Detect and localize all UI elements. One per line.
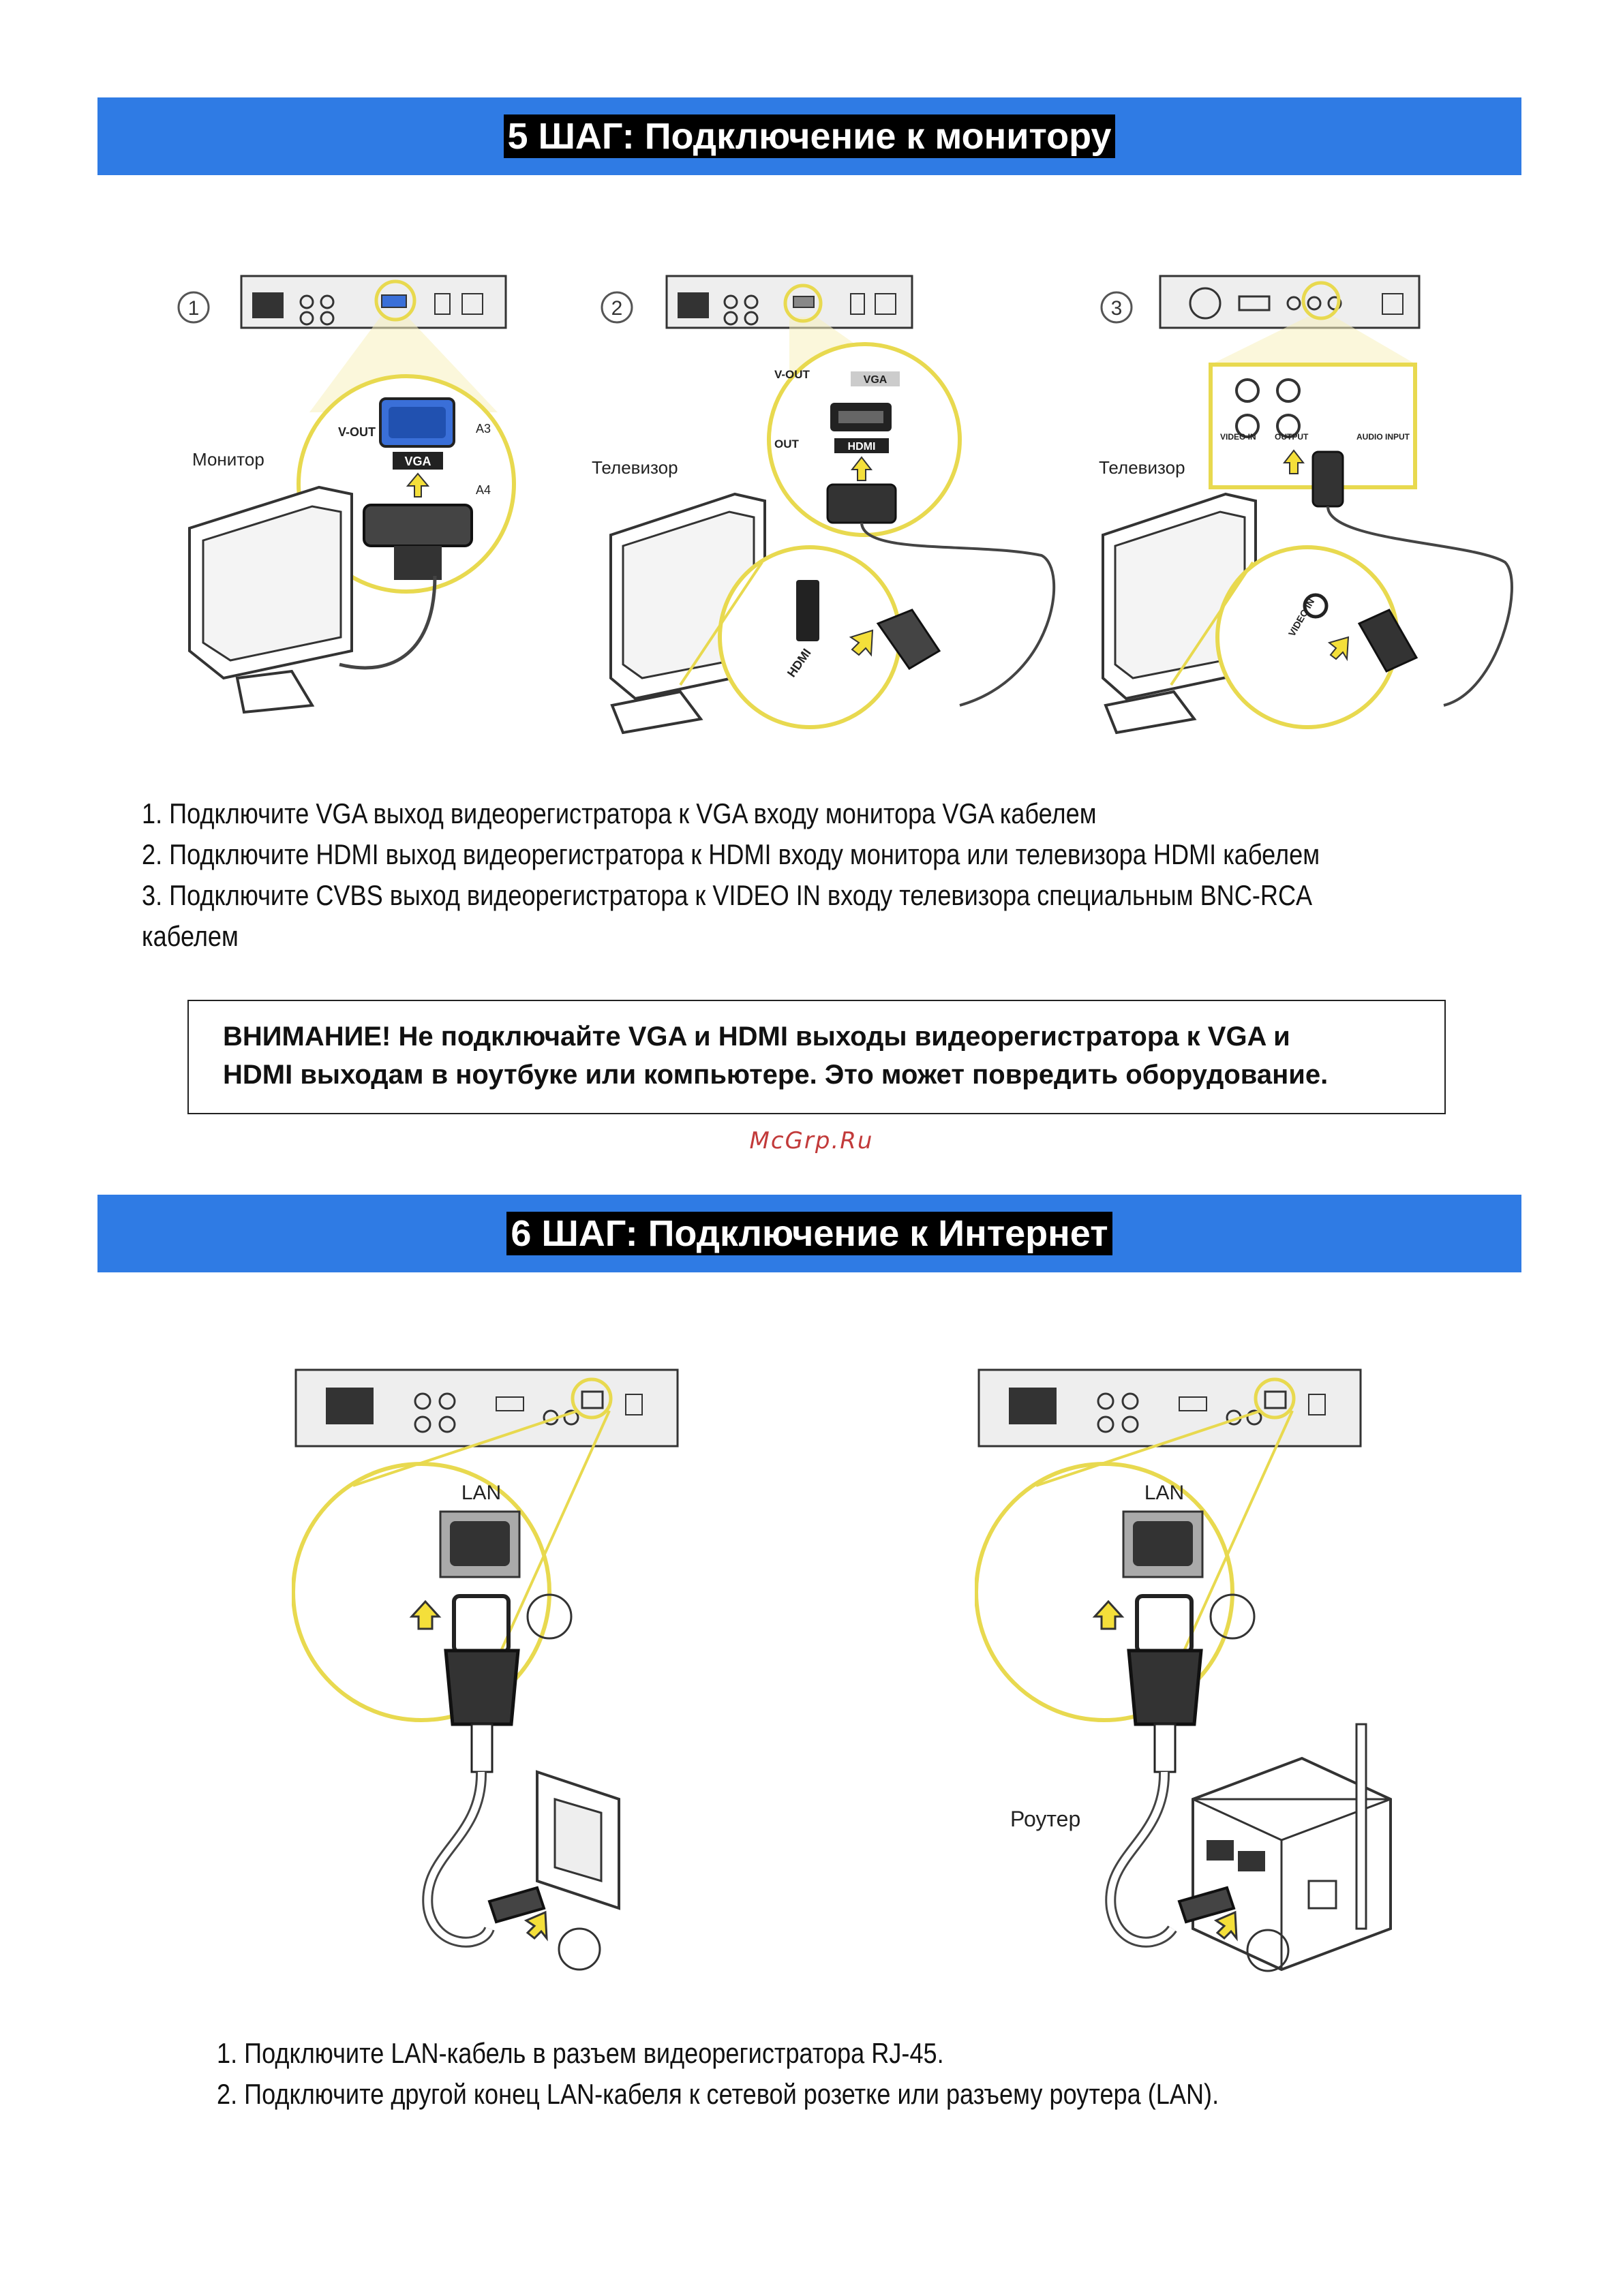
arrow-up-icon [1092, 1599, 1125, 1630]
monitor-icon [188, 485, 437, 714]
router-icon [1192, 1723, 1392, 1972]
arrow-left-icon [1213, 1910, 1238, 1942]
svg-text:A4: A4 [476, 483, 491, 497]
panel-vga-illustration: 1 V-OUT VGA A3 A4 Монитор [176, 269, 530, 733]
arrow-left-icon [1327, 636, 1350, 662]
instruction-line: 1. Подключите LAN-кабель в разъем видеор… [217, 2037, 944, 2069]
step-number-circle-3 [1100, 291, 1133, 324]
watermark: McGrp.Ru [749, 1127, 874, 1154]
router-label: Роутер [1010, 1807, 1080, 1831]
svg-text:OUTPUT: OUTPUT [1275, 432, 1309, 442]
section-5-instructions: 1. Подключите VGA выход видеорегистратор… [142, 793, 1320, 957]
section-5-title: 5 ШАГ: Подключение к монитору [503, 114, 1116, 158]
svg-text:2: 2 [611, 297, 623, 320]
svg-text:3: 3 [1111, 297, 1123, 320]
svg-text:OUT: OUT [774, 438, 800, 450]
arrow-up-icon [409, 1599, 442, 1630]
vga-cable-icon [363, 504, 473, 547]
svg-text:VIDEO IN: VIDEO IN [1220, 432, 1256, 442]
panel-cvbs-illustration: 3 VIDEO IN OUTPUT AUDIO INPUT Телевизор [1089, 269, 1532, 739]
hdmi-cable-icon [826, 483, 897, 524]
svg-text:HDMI: HDMI [848, 441, 876, 453]
section-6-title: 6 ШАГ: Подключение к Интернет [506, 1212, 1112, 1255]
arrow-up-icon [406, 472, 430, 498]
instruction-line: кабелем [142, 920, 239, 952]
panel-lan-router-illustration: LAN Роутер [975, 1363, 1397, 1976]
svg-text:A3: A3 [476, 422, 491, 435]
svg-text:V-OUT: V-OUT [338, 425, 376, 439]
warning-box: ВНИМАНИЕ! Не подключайте VGA и HDMI выхо… [187, 1000, 1446, 1114]
section-5-banner: 5 ШАГ: Подключение к монитору [97, 97, 1521, 175]
instruction-line: 2. Подключите другой конец LAN-кабеля к … [217, 2078, 1219, 2110]
svg-text:VGA: VGA [404, 455, 431, 468]
svg-text:VGA: VGA [864, 374, 888, 386]
instruction-line: 3. Подключите CVBS выход видеорегистрато… [142, 879, 1313, 911]
lan-label: LAN [461, 1482, 501, 1504]
tv-label: Телевизор [1099, 457, 1185, 478]
section-6-banner: 6 ШАГ: Подключение к Интернет [97, 1195, 1521, 1272]
rca-port-icon [1303, 593, 1329, 619]
instruction-line: 1. Подключите VGA выход видеорегистратор… [142, 797, 1097, 829]
tv-hdmi-port-icon [796, 580, 819, 641]
panel-lan-wall-illustration: LAN [292, 1363, 701, 1976]
tv-label: Телевизор [592, 457, 678, 478]
dvr-device-icon [1159, 275, 1421, 329]
svg-text:V-OUT: V-OUT [774, 368, 810, 381]
lan-label: LAN [1144, 1482, 1184, 1504]
step-number-1: 1 [188, 297, 200, 320]
step-number-circle-2 [601, 291, 633, 324]
dvr-device-icon [294, 1368, 679, 1448]
panel-hdmi-illustration: 2 V-OUT VGA HDMI OUT Телевизор [592, 269, 1069, 739]
section-6-instructions: 1. Подключите LAN-кабель в разъем видеор… [217, 2033, 1219, 2115]
instruction-line: 2. Подключите HDMI выход видеорегистрато… [142, 838, 1320, 870]
bnc-cable-icon [1311, 450, 1344, 508]
arrow-up-icon [1282, 449, 1305, 474]
svg-text:AUDIO INPUT: AUDIO INPUT [1356, 432, 1410, 442]
monitor-label: Монитор [192, 449, 264, 470]
dvr-device-icon [240, 275, 507, 329]
warning-line: HDMI выходам в ноутбуке или компьютере. … [223, 1060, 1329, 1090]
warning-line: ВНИМАНИЕ! Не подключайте VGA и HDMI выхо… [223, 1022, 1290, 1052]
arrow-up-icon [850, 456, 873, 481]
arrow-left-icon [524, 1910, 548, 1942]
step-number-circle-1 [177, 291, 210, 324]
arrow-left-icon [849, 629, 874, 657]
dvr-device-icon [977, 1368, 1362, 1448]
